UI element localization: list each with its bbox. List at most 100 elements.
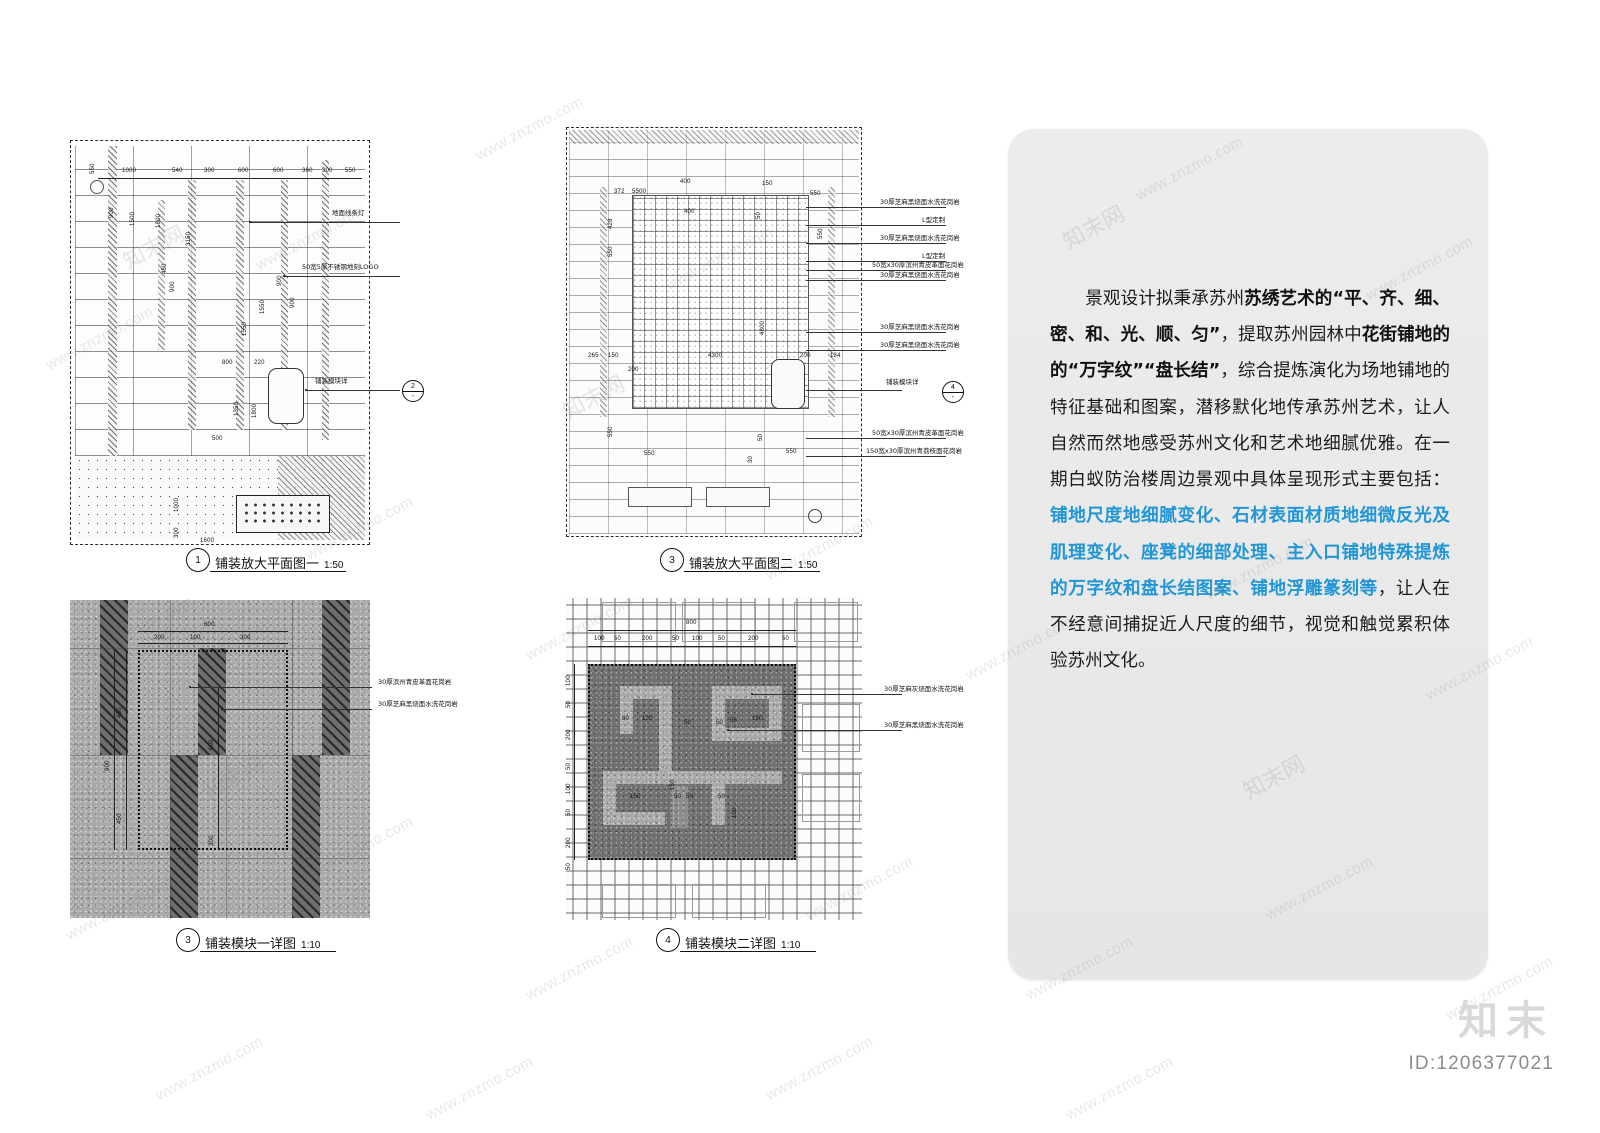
dimension-line-top: [98, 178, 362, 179]
drawing-module-one-detail: 600 200 100 300 450 900 450 600 300: [70, 600, 370, 918]
note-sesame-grey-burnt-washed-granite: 30厚芝麻灰烧面水洗花岗岩: [884, 685, 964, 693]
dim-left-200b: 200: [566, 837, 572, 848]
dim-200b: 200: [748, 636, 759, 642]
drawing-module-two-detail: 800 100 50 200 50 100 50 200 50 100 50 2…: [566, 598, 862, 920]
wanzi-arm: [712, 771, 725, 825]
drawing-1-key: 1: [186, 548, 210, 572]
drawing-1-title-rule: [210, 571, 346, 572]
dim-265: 265: [588, 353, 599, 359]
detail-ref-sheet: -: [951, 393, 955, 401]
dim-550b: 550: [608, 246, 614, 257]
paving-band: [236, 180, 244, 430]
note-granite-black-burnt-5: 30厚芝麻黑烧面水洗花岗岩: [880, 341, 960, 349]
wanzi-center-bar: [672, 786, 688, 828]
seat-element-rounded: [268, 368, 304, 424]
leader-line: [806, 270, 946, 271]
paving-band: [108, 146, 117, 456]
dim-top-300: 300: [204, 168, 215, 174]
paving-band: [188, 180, 196, 430]
dim-450b: 450: [117, 813, 123, 824]
leader-dot: [189, 686, 191, 688]
surrounding-paver: [802, 774, 860, 822]
watermark-url: www.znzmo.com: [1062, 1053, 1177, 1124]
drawing-module-one-title-rule: [200, 951, 336, 952]
leader-dot: [727, 729, 729, 731]
note-granite-black-burnt-3: 30厚芝麻黑烧面水洗花岗岩: [880, 271, 960, 279]
dim-inner-300c: 300: [174, 527, 180, 538]
dim-450a: 450: [117, 707, 123, 718]
drawing-3-scale: 1:50: [798, 560, 818, 571]
dim-372: 372: [614, 189, 625, 195]
dim-inner-1550b: 1550: [260, 299, 266, 314]
dim-top-1000: 1000: [122, 168, 137, 174]
wanzi-arm: [603, 771, 616, 825]
paver-joint: [70, 755, 370, 756]
dim-600: 600: [204, 622, 215, 628]
dim-100b: 100: [692, 636, 703, 642]
ground-logo-glyphs: [242, 501, 322, 525]
drawing-module-one-key: 3: [176, 928, 200, 952]
drawing-1-titleblock: 1 铺装放大平面图一 1:50: [186, 548, 343, 572]
dim-inner-1000: 1000: [174, 497, 180, 512]
dim-in-50a: 50: [684, 720, 692, 726]
detail-ref-number: 2: [403, 383, 423, 392]
paver-joint: [226, 755, 227, 918]
leader-line: [752, 694, 902, 695]
dim-inner-450: 450: [162, 263, 168, 274]
dim-in-50b: 50: [716, 720, 724, 726]
reference-circle-marker: [90, 180, 104, 194]
paving-field-main: [75, 146, 365, 456]
dim-left-50c: 50: [566, 808, 572, 816]
note-granite-binzhouqing-leather-1: 50宽x30厚滨州青皮革面花岗岩: [872, 261, 964, 269]
dim-inner-500: 500: [212, 436, 223, 442]
detail-ref-sheet: -: [411, 392, 415, 400]
drawing-1-paving-enlarged-plan-one: 550 1000 540 300 600 600 360 300 550 900…: [70, 140, 424, 545]
drawing-module-two-titleblock: 4 铺装模块二详图 1:10: [656, 928, 800, 952]
dim-800: 800: [686, 620, 697, 626]
surrounding-paver: [682, 602, 756, 642]
desc-seg-7: ，让人在不经意间捕捉近人尺度的细节，视觉和触觉累积体验苏州文化。: [1050, 578, 1450, 672]
dim-top-550: 550: [90, 163, 96, 174]
wanzi-arm: [603, 812, 665, 825]
wanzi-arm: [769, 686, 782, 741]
dim-900: 900: [105, 760, 111, 771]
surrounding-paver: [602, 884, 676, 918]
drawing-3-titleblock: 3 铺装放大平面图二 1:50: [660, 548, 817, 572]
drawing-3-key: 3: [660, 548, 684, 572]
dim-top-550b: 550: [345, 168, 356, 174]
dim-30: 30: [748, 455, 754, 463]
watermark-url: www.znzmo.com: [152, 1033, 267, 1104]
detail-ref-bubble-4: 4 -: [942, 381, 964, 403]
leader-line-module-ref: [806, 390, 902, 391]
surrounding-paver: [802, 704, 860, 752]
desc-seg-1: 苏绣艺术的: [1244, 289, 1333, 309]
dim-inner-1350: 1350: [234, 401, 240, 416]
dim-550c: 550: [818, 228, 824, 239]
dim-550a: 550: [810, 191, 821, 197]
desc-seg-5: ，综合提炼演化为场地铺地的特征基础和图案，潜移默化地传承苏州艺术，让人自然而然地…: [1050, 361, 1450, 491]
dim-top-360: 360: [302, 168, 313, 174]
drawing-1-border: [70, 140, 370, 545]
desc-seg-3: ，提取苏州园林中: [1220, 325, 1362, 346]
dim-550e: 550: [644, 451, 655, 457]
dim-400a: 400: [680, 179, 691, 185]
watermark-url: www.znzmo.com: [522, 933, 637, 1004]
dim-100a: 100: [594, 636, 605, 642]
desc-seg-6-highlight: 铺地尺度地细腻变化、石材表面材质地细微反光及肌理变化、座凳的细部处理、主入口铺地…: [1050, 506, 1450, 599]
dim-left-100b: 100: [566, 783, 572, 794]
dim-50a: 50: [756, 211, 762, 219]
paver-joint: [70, 648, 370, 649]
description-paragraph: 景观设计拟秉承苏州苏绣艺术的“平、齐、细、密、和、光、顺、匀”，提取苏州园林中花…: [1050, 281, 1450, 680]
seat-element-rounded: [771, 359, 805, 409]
dimension-line: [138, 631, 288, 632]
drawing-3-title: 铺装放大平面图二: [689, 557, 794, 573]
dimension-line-left: [574, 664, 575, 860]
dim-in-50f: 50: [718, 794, 726, 800]
desc-seg-4: 花街铺地的的“万字纹”“盘长结”: [1050, 325, 1450, 382]
leader-line: [806, 350, 946, 351]
leader-line: [806, 438, 946, 439]
wanzi-arm: [712, 771, 782, 784]
note-granite-black-burnt-1: 30厚芝麻黑烧面水洗花岗岩: [880, 198, 960, 206]
wall-strip-top: [569, 130, 859, 144]
